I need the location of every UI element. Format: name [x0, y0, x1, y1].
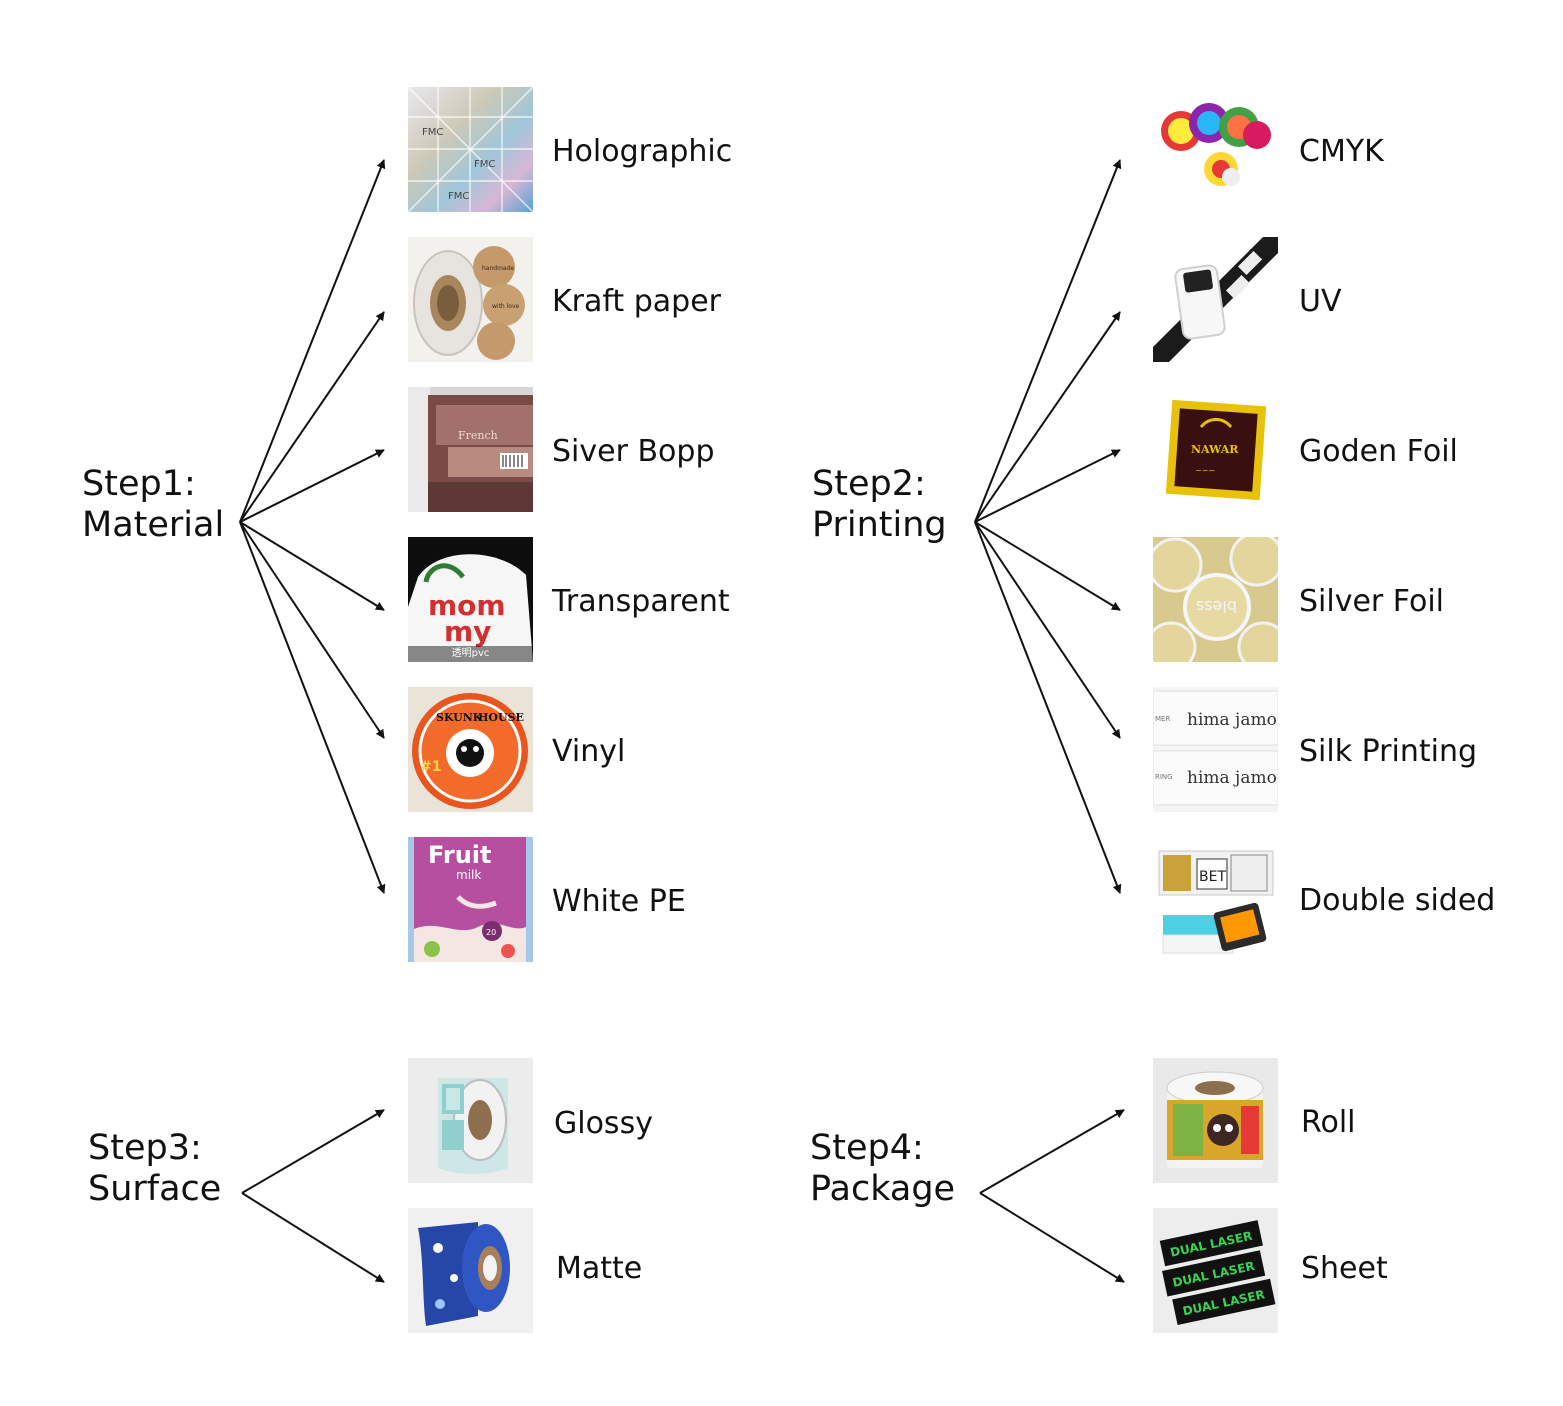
golden-foil-thumbnail: NAWAR ~~~	[1153, 387, 1278, 512]
step2-title: Step2: Printing	[812, 464, 947, 546]
step3-arrow-1	[241, 1109, 385, 1194]
svg-text:MER: MER	[1155, 715, 1170, 723]
svg-text:HOUSE: HOUSE	[478, 711, 524, 724]
svg-text:mom: mom	[428, 589, 506, 622]
svg-text:my: my	[444, 615, 491, 648]
step1-arrow-2	[239, 311, 385, 523]
step1-arrow-5	[239, 521, 385, 739]
svg-text:FMC: FMC	[422, 127, 443, 138]
option-double-sided: Double sided	[1299, 883, 1496, 918]
roll-thumbnail	[1153, 1058, 1278, 1183]
svg-text:RING: RING	[1155, 773, 1173, 781]
svg-text:#1: #1	[420, 759, 441, 775]
svg-text:bless: bless	[1196, 597, 1237, 616]
double-sided-thumbnail: BET	[1153, 837, 1278, 962]
option-white-pe: White PE	[552, 884, 686, 919]
svg-text:SKUNK: SKUNK	[436, 711, 483, 724]
option-roll: Roll	[1301, 1105, 1356, 1140]
step2-name: Printing	[812, 505, 947, 545]
step2-number: Step2:	[812, 464, 926, 504]
svg-text:~~~: ~~~	[1195, 466, 1215, 475]
kraft-paper-thumbnail: handmade with love	[408, 237, 533, 362]
svg-text:FMC: FMC	[448, 191, 469, 202]
silver-foil-thumbnail: bless	[1153, 537, 1278, 662]
step2-arrow-2	[974, 311, 1121, 523]
vinyl-thumbnail: SKUNK HOUSE #1	[408, 687, 533, 812]
option-silver-bopp: Siver Bopp	[552, 434, 715, 469]
glossy-thumbnail	[408, 1058, 533, 1183]
step1-arrow-1	[239, 159, 386, 523]
option-cmyk: CMYK	[1299, 134, 1384, 169]
option-transparent: Transparent	[552, 584, 730, 619]
step1-arrow-6	[239, 521, 386, 894]
option-holographic: Holographic	[552, 134, 733, 169]
silk-printing-thumbnail: hima jamo hima jamo MER RING	[1153, 687, 1278, 812]
step2-arrow-1	[974, 159, 1122, 523]
svg-text:French: French	[458, 429, 498, 442]
holographic-thumbnail: FMC FMC FMC	[408, 87, 533, 212]
silver-bopp-thumbnail: French	[408, 387, 533, 512]
step1-number: Step1:	[82, 464, 196, 504]
step4-arrow-2	[979, 1192, 1125, 1283]
step4-title: Step4: Package	[810, 1128, 955, 1210]
svg-text:BET: BET	[1199, 869, 1226, 885]
svg-text:with love: with love	[492, 303, 520, 310]
transparent-thumbnail: mom my 透明pvc	[408, 537, 533, 662]
step4-arrow-1	[979, 1109, 1125, 1194]
step2-arrow-5	[974, 521, 1121, 739]
step1-name: Material	[82, 505, 225, 545]
uv-thumbnail	[1153, 237, 1278, 362]
transparent-thumbnail-caption: 透明pvc	[408, 646, 533, 662]
option-kraft-paper: Kraft paper	[552, 284, 721, 319]
step3-arrow-2	[241, 1192, 385, 1283]
step1-title: Step1: Material	[82, 464, 224, 546]
matte-thumbnail	[408, 1208, 533, 1333]
step4-number: Step4:	[810, 1128, 924, 1168]
option-uv: UV	[1299, 284, 1342, 319]
step2-arrow-4	[974, 521, 1121, 611]
option-goden-foil: Goden Foil	[1299, 434, 1458, 469]
option-sheet: Sheet	[1301, 1251, 1388, 1286]
step1-arrow-3	[239, 449, 385, 523]
svg-text:Fruit: Fruit	[428, 841, 491, 869]
sheet-thumbnail: DUAL LASER DUAL LASER DUAL LASER	[1153, 1208, 1278, 1333]
svg-text:milk: milk	[456, 868, 481, 882]
step2-arrow-6	[974, 521, 1122, 894]
step1-arrow-4	[239, 521, 385, 611]
svg-text:hima jamo: hima jamo	[1187, 768, 1277, 788]
option-silver-foil: Silver Foil	[1299, 584, 1445, 619]
step4-name: Package	[810, 1169, 956, 1209]
svg-text:FMC: FMC	[474, 159, 495, 170]
option-silk-printing: Silk Printing	[1299, 734, 1478, 769]
step3-title: Step3: Surface	[88, 1128, 221, 1210]
option-glossy: Glossy	[554, 1106, 653, 1141]
cmyk-thumbnail	[1153, 87, 1278, 212]
white-pe-thumbnail: Fruit milk 20	[408, 837, 533, 962]
svg-text:NAWAR: NAWAR	[1191, 443, 1239, 456]
svg-text:handmade: handmade	[482, 265, 514, 272]
option-vinyl: Vinyl	[552, 734, 626, 769]
step2-arrow-3	[974, 449, 1121, 523]
option-matte: Matte	[556, 1251, 643, 1286]
svg-text:hima jamo: hima jamo	[1187, 710, 1277, 730]
svg-text:20: 20	[486, 928, 496, 937]
step3-number: Step3:	[88, 1128, 202, 1168]
step3-name: Surface	[88, 1169, 222, 1209]
